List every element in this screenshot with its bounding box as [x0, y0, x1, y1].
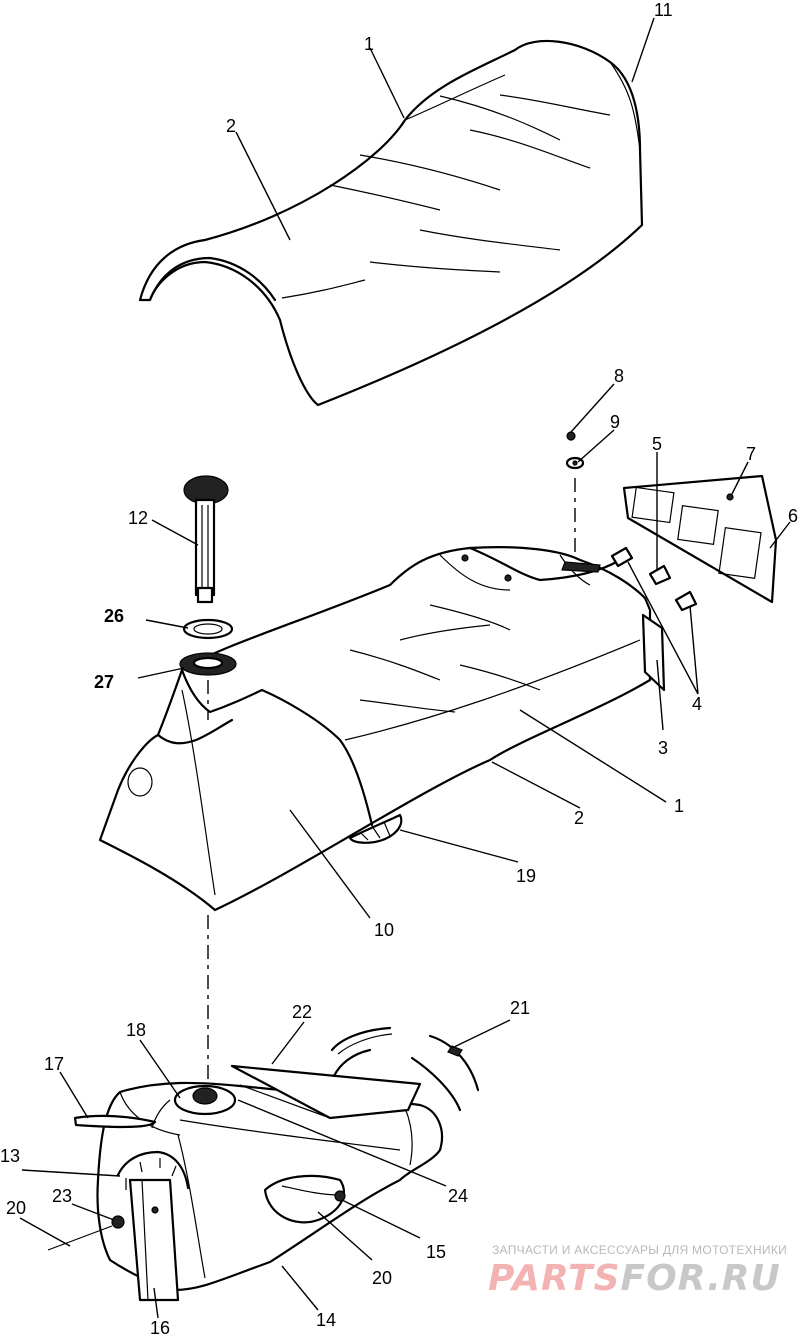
callout-1-top: 1 — [364, 34, 374, 54]
callout-16: 16 — [150, 1318, 170, 1336]
seat-cover-top — [138, 39, 644, 407]
watermark-brand-part2: FOR.RU — [621, 1258, 781, 1299]
callout-18: 18 — [126, 1020, 146, 1040]
callout-2-mid: 2 — [574, 808, 584, 828]
callout-3: 3 — [658, 738, 668, 758]
callout-22: 22 — [292, 1002, 312, 1022]
callout-7: 7 — [746, 444, 756, 464]
callout-13: 13 — [0, 1146, 20, 1166]
watermark: ЗАПЧАСТИ И АКСЕССУАРЫ ДЛЯ МОТОТЕХНИКИ PA… — [488, 1243, 787, 1299]
leader-lines — [19, 17, 791, 1319]
fuel-tank — [47, 1026, 480, 1302]
callout-21: 21 — [510, 998, 530, 1018]
seat-assembly — [98, 546, 666, 912]
callout-11-top: 11 — [654, 0, 673, 20]
callout-4: 4 — [692, 694, 702, 714]
callout-26: 26 — [104, 606, 124, 626]
callout-14: 14 — [316, 1310, 336, 1330]
watermark-brand-part1: PARTS — [488, 1258, 621, 1299]
callout-17: 17 — [44, 1054, 64, 1074]
callout-10: 10 — [374, 920, 394, 940]
callout-27: 27 — [94, 672, 114, 692]
watermark-tagline: ЗАПЧАСТИ И АКСЕССУАРЫ ДЛЯ МОТОТЕХНИКИ — [492, 1243, 787, 1257]
callout-5: 5 — [652, 434, 662, 454]
watermark-brand: PARTSFOR.RU — [488, 1258, 781, 1299]
callout-15: 15 — [426, 1242, 446, 1262]
callout-19: 19 — [516, 866, 536, 886]
callout-9: 9 — [610, 412, 620, 432]
callout-20-right: 20 — [372, 1268, 392, 1288]
gas-cap-group — [179, 475, 237, 720]
callout-12: 12 — [128, 508, 148, 528]
callout-6: 6 — [788, 506, 798, 526]
callout-2-top: 2 — [226, 116, 236, 136]
callout-8: 8 — [614, 366, 624, 386]
callout-20-left: 20 — [6, 1198, 26, 1218]
callout-23: 23 — [52, 1186, 72, 1206]
callout-1-mid: 1 — [674, 796, 684, 816]
callout-24: 24 — [448, 1186, 468, 1206]
